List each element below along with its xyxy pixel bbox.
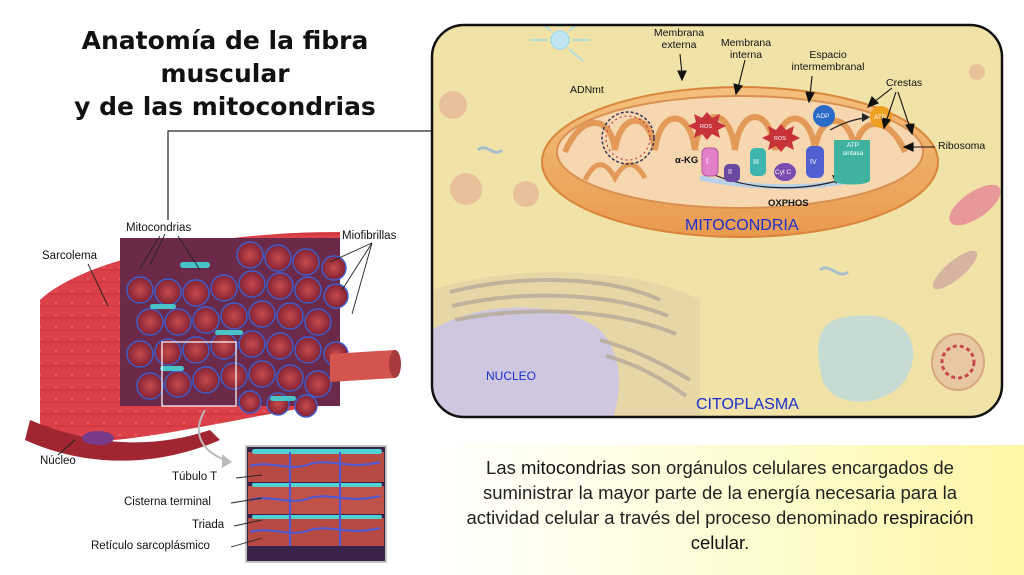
label-reticulo-sarcoplasmico: Retículo sarcoplásmico xyxy=(91,540,210,552)
myofibril-bundle xyxy=(120,238,349,418)
label-cyt-c: Cyt C xyxy=(775,169,792,176)
label-ros-1: ROS xyxy=(700,124,712,130)
label-cisterna-terminal: Cisterna terminal xyxy=(124,496,211,508)
fiber-leader-lines xyxy=(57,235,373,456)
complex-3 xyxy=(750,148,766,176)
label-adp: ADP xyxy=(816,113,830,120)
endoplasmic-reticulum xyxy=(449,278,692,398)
zoom-box xyxy=(161,341,237,407)
title-line-1: Anatomía de la fibra muscular xyxy=(81,26,369,88)
complex-4 xyxy=(806,146,824,178)
complex-1 xyxy=(701,147,719,177)
label-citoplasma: CITOPLASMA xyxy=(696,396,799,413)
label-ros-2: ROS xyxy=(774,136,786,142)
connector-line xyxy=(167,130,434,220)
highlight-mitocondrias: mitocondrias xyxy=(521,457,626,478)
label-triada: Triada xyxy=(192,519,225,531)
nucleus-region xyxy=(432,307,619,417)
label-crestas: Crestas xyxy=(886,77,923,89)
ros-burst-2 xyxy=(762,124,800,152)
centriole xyxy=(530,25,590,62)
complex-2 xyxy=(724,164,740,182)
inset-leader-lines xyxy=(230,474,263,548)
vacuole xyxy=(817,315,914,402)
single-myofibril xyxy=(330,350,395,382)
atp-synthase xyxy=(834,140,870,185)
label-complex-4: IV xyxy=(810,159,817,166)
label-nucleo-celula: NUCLEO xyxy=(486,369,537,383)
mitochondrion xyxy=(541,86,939,238)
description-text: Las mitocondrias son orgánulos celulares… xyxy=(466,457,974,553)
label-atp: ATP xyxy=(874,114,887,121)
page-title: Anatomía de la fibra muscular y de las m… xyxy=(20,24,430,123)
label-ribosoma: Ribosoma xyxy=(938,140,986,152)
label-complex-2: II xyxy=(728,169,732,176)
label-oxphos: OXPHOS xyxy=(768,198,809,209)
mtdna-circle xyxy=(601,111,655,165)
mito-leader xyxy=(149,233,166,266)
highlight-respiracion-celular: respiración celular xyxy=(690,507,974,553)
label-mitocondrias: Mitocondrias xyxy=(126,222,192,234)
label-sarcolema: Sarcolema xyxy=(42,250,97,262)
label-akg: α-KG xyxy=(675,155,699,166)
description-highlight-bg xyxy=(430,445,1024,575)
fiber-nucleus xyxy=(82,431,114,445)
ros-burst-1 xyxy=(688,112,726,140)
label-adnmt: ADNmt xyxy=(570,84,604,96)
title-line-2: y de las mitocondrias xyxy=(74,92,376,121)
muscle-fiber xyxy=(25,232,401,468)
label-mitocondria: MITOCONDRIA xyxy=(685,217,799,234)
cell-leader-lines xyxy=(677,53,935,152)
label-complex-1: I xyxy=(706,157,709,166)
cyt-c xyxy=(774,163,796,181)
label-miofibrillas: Miofibrillas xyxy=(342,230,397,242)
adp-molecule xyxy=(813,105,835,127)
label-nucleo-fibra: Núcleo xyxy=(40,455,76,467)
label-complex-3: III xyxy=(753,159,759,166)
label-tubulo-t: Túbulo T xyxy=(172,471,218,483)
inset-detail xyxy=(245,445,387,563)
